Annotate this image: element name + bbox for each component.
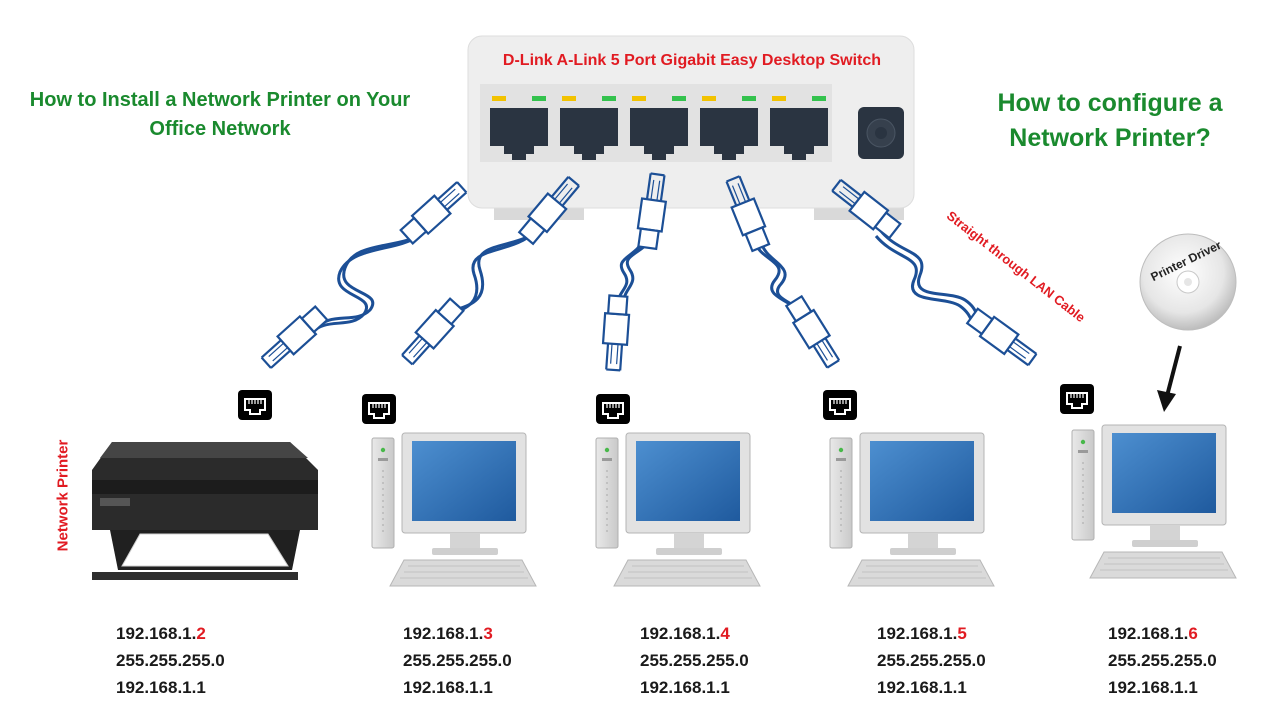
arrow-down-icon: [1157, 345, 1182, 412]
subnet-mask: 255.255.255.0: [640, 651, 749, 670]
ethernet-port-icon: [822, 389, 858, 421]
computer-4: [1071, 424, 1237, 579]
subnet-mask: 255.255.255.0: [1108, 651, 1217, 670]
ethernet-port-icon: [361, 393, 397, 425]
switch-port-3: [630, 96, 688, 160]
ethernet-port-icon: [1059, 383, 1095, 415]
subnet-mask: 255.255.255.0: [403, 651, 512, 670]
ip-address: 192.168.1.4: [640, 624, 730, 643]
printer-illustration: [92, 442, 318, 580]
ip-block-computer-4: 192.168.1.6 255.255.255.0 192.168.1.1: [1108, 620, 1278, 701]
switch-port-2: [560, 96, 618, 160]
ethernet-port-icons: [237, 383, 1095, 425]
subnet-mask: 255.255.255.0: [877, 651, 986, 670]
computer-1: [371, 432, 537, 587]
gateway: 192.168.1.1: [640, 678, 730, 697]
gateway: 192.168.1.1: [1108, 678, 1198, 697]
gateway: 192.168.1.1: [403, 678, 493, 697]
gateway: 192.168.1.1: [877, 678, 967, 697]
printer-driver-disc: [1139, 233, 1237, 331]
ip-address: 192.168.1.5: [877, 624, 967, 643]
ip-block-computer-1: 192.168.1.3 255.255.255.0 192.168.1.1: [403, 620, 573, 701]
subnet-mask: 255.255.255.0: [116, 651, 225, 670]
switch-ports: [490, 96, 828, 160]
ip-address: 192.168.1.3: [403, 624, 493, 643]
ip-block-computer-3: 192.168.1.5 255.255.255.0 192.168.1.1: [877, 620, 1047, 701]
ip-address: 192.168.1.6: [1108, 624, 1198, 643]
computer-2: [595, 432, 761, 587]
computer-3: [829, 432, 995, 587]
gateway: 192.168.1.1: [116, 678, 206, 697]
ethernet-port-icon: [237, 389, 273, 421]
ethernet-port-icon: [595, 393, 631, 425]
switch-port-1: [490, 96, 548, 160]
ip-address: 192.168.1.2: [116, 624, 206, 643]
switch-label: D-Link A-Link 5 Port Gigabit Easy Deskto…: [502, 52, 882, 69]
switch-port-5: [770, 96, 828, 160]
ip-block-computer-2: 192.168.1.4 255.255.255.0 192.168.1.1: [640, 620, 810, 701]
ip-block-printer: 192.168.1.2 255.255.255.0 192.168.1.1: [116, 620, 286, 701]
title-right: How to configure a Network Printer?: [997, 89, 1223, 152]
switch-power-button: [858, 107, 904, 159]
title-left: How to Install a Network Printer on Your…: [29, 89, 411, 140]
switch-port-4: [700, 96, 758, 160]
printer-label: Network Printer: [54, 439, 72, 552]
